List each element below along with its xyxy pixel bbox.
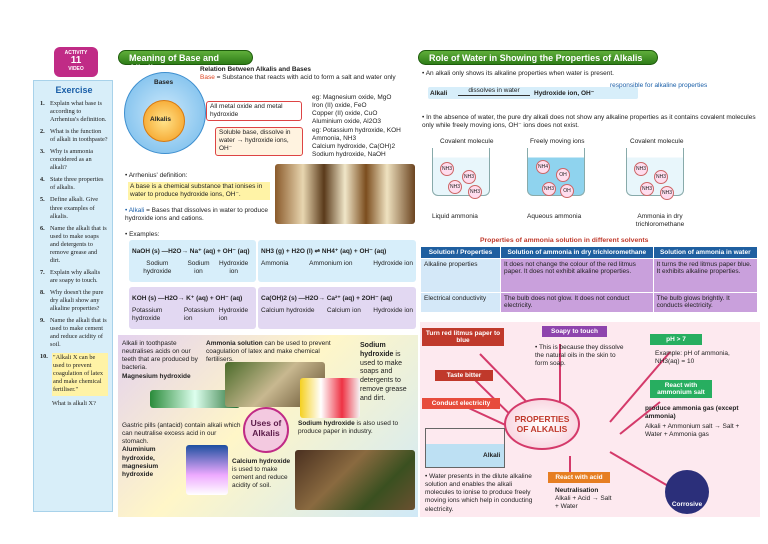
exercise-list: 1.Explain what base is according to Arrh… xyxy=(40,100,108,349)
use-toothpaste: Alkali in toothpaste neutralises acids o… xyxy=(122,340,198,380)
ammonia-properties-table: Solution / Properties Solution of ammoni… xyxy=(420,246,759,313)
exercise-panel: Exercise 1.Explain what base is accordin… xyxy=(33,80,113,512)
arrhenius-definition: A base is a chemical substance that ioni… xyxy=(128,182,270,201)
electrolysis-apparatus xyxy=(425,428,505,468)
metal-box: All metal oxide and metal hydroxide xyxy=(206,101,302,121)
uses-hub xyxy=(243,407,289,453)
beaker-1-top-label: Covalent molecule xyxy=(440,138,494,145)
alkali-bottles-photo xyxy=(275,164,415,224)
beaker-2-top-label: Freely moving ions xyxy=(530,138,585,145)
exercise-item: 3.Why is ammonia considered as an alkali… xyxy=(40,148,94,172)
molecule-icon: NH3 xyxy=(660,186,674,200)
exercise-q10-question: What is alkali X? xyxy=(52,399,96,407)
alkalis-circle xyxy=(143,100,185,142)
molecule-icon: NH3 xyxy=(468,185,482,199)
prop-corrosive: Corrosive xyxy=(665,470,709,514)
exercise-item: 7.Explain why alkalis are soapy to touch… xyxy=(40,268,101,284)
equation-b: KOH (s) —H2O→ K⁺ (aq) + OH⁻ (aq) Potassi… xyxy=(129,287,256,329)
equation-a: NaOH (s) —H2O→ Na⁺ (aq) + OH⁻ (aq) Sodiu… xyxy=(129,240,256,282)
beaker-3-top-label: Covalent molecule xyxy=(630,138,684,145)
soapy-note: • This is because they dissolve the natu… xyxy=(535,344,624,368)
molecule-icon: NH4 xyxy=(536,160,550,174)
use-soap: Sodium hydroxide is used to make soaps a… xyxy=(360,342,407,402)
exercise-item: 5.Define alkali. Give three examples of … xyxy=(40,196,99,220)
prop-react-acid: React with acid xyxy=(548,472,610,483)
arrhenius-heading: • Arrhenius' definition: xyxy=(125,172,188,179)
molecule-icon: NH3 xyxy=(440,162,454,176)
alkali-definition: • Alkali = Bases that dissolves in water… xyxy=(125,207,269,223)
toothpaste-photo xyxy=(150,390,240,408)
prop-soapy: Soapy to touch xyxy=(542,326,607,337)
molecule-icon: OH xyxy=(560,184,574,198)
base-definition: Base = Substance that reacts with acid t… xyxy=(200,74,396,81)
detergent-photo xyxy=(300,378,360,418)
section-header-meaning: Meaning of Base and Alkali xyxy=(118,50,253,73)
soluble-box: Soluble base, dissolve in water → hydrox… xyxy=(215,127,303,156)
exercise-item: 2.What is the function of alkali in toot… xyxy=(40,128,108,144)
exercise-item: 4.State three properties of alkalis. xyxy=(40,176,104,192)
water-point-1: • An alkali only shows its alkaline prop… xyxy=(422,70,614,77)
prop-conduct: Conduct electricity xyxy=(422,398,500,409)
molecule-icon: NH3 xyxy=(462,170,476,184)
exercise-item: 1.Explain what base is according to Arrh… xyxy=(40,100,107,124)
molecule-icon: NH3 xyxy=(448,180,462,194)
responsible-note: responsible for alkaline properties xyxy=(610,82,708,89)
use-antacid: Gastric pills (antacid) contain alkali w… xyxy=(122,422,241,478)
electrolysis-alkali-label: Alkali xyxy=(483,452,501,459)
use-paper: Sodium hydroxide is also used to produce… xyxy=(298,420,399,436)
exercise-title: Exercise xyxy=(55,85,93,95)
examples-heading: • Examples: xyxy=(125,231,160,238)
properties-center: PROPERTIES OF ALKALIS xyxy=(504,398,580,450)
ph-note: Example: pH of ammonia, NH3(aq) = 10 xyxy=(655,350,730,366)
exercise-item: 8.Why doesn't the pure dry alkali show a… xyxy=(40,288,104,313)
molecule-icon: NH3 xyxy=(542,182,556,196)
use-cement: Calcium hydroxide is used to make cement… xyxy=(232,458,291,490)
prop-red-litmus: Turn red litmus paper to blue xyxy=(422,328,504,346)
prop-bitter: Taste bitter xyxy=(435,370,493,381)
beaker-1-label: Liquid ammonia xyxy=(432,213,478,220)
use-ammonia: Ammonia solution can be used to prevent … xyxy=(206,340,331,364)
relation-subtitle: Relation Between Alkalis and Bases xyxy=(200,66,312,73)
molecule-icon: NH3 xyxy=(634,162,648,176)
alkali-flow: Alkali dissolves in water Hydroxide ion,… xyxy=(428,87,638,99)
alkalis-label: Alkalis xyxy=(150,116,171,123)
antacid-photo xyxy=(186,445,228,495)
neutralisation-label: Neutralisation xyxy=(555,487,599,494)
examples-bases: eg: Magnesium oxide, MgO Iron (II) oxide… xyxy=(312,94,392,126)
examples-alkalis: eg: Potassium hydroxide, KOH Ammonia, NH… xyxy=(312,127,401,159)
beaker-2-label: Aqueous ammonia xyxy=(527,213,582,220)
beaker-3-label: Ammonia in dry trichloromethane xyxy=(635,213,685,229)
table-title: Properties of ammonia solution in differ… xyxy=(480,237,649,244)
prop-ammonium-salt: React with ammonium salt xyxy=(650,380,712,398)
soil-photo xyxy=(295,450,415,510)
exercise-q10-quote: "Alkali X can be used to prevent coagula… xyxy=(52,353,108,396)
bases-label: Bases xyxy=(154,79,174,86)
uses-title: Uses of Alkalis xyxy=(250,418,282,438)
equation-c: NH3 (g) + H2O (l) ⇌ NH4⁺ (aq) + OH⁻ (aq)… xyxy=(258,240,416,282)
prop-ph: pH > 7 xyxy=(650,334,702,345)
molecule-icon: OH xyxy=(556,168,570,182)
water-point-2: • In the absence of water, the pure dry … xyxy=(422,114,756,130)
neutralisation-eq: Alkali + Acid → Salt + Water xyxy=(555,495,612,511)
exercise-item: 6.Name the alkali that is used to make s… xyxy=(40,224,107,264)
ammsalt-note: produce ammonia gas (except ammonia) xyxy=(645,405,739,421)
molecule-icon: NH3 xyxy=(654,170,668,184)
exercise-item: 9.Name the alkali that is used to make c… xyxy=(40,317,107,349)
activity-video-badge[interactable]: ACTIVITY 11 VIDEO xyxy=(54,47,98,77)
molecule-icon: NH3 xyxy=(640,182,654,196)
conduct-note: • Water presents in the dilute alkaline … xyxy=(425,473,533,513)
equation-d: Ca(OH)2 (s) —H2O→ Ca²⁺ (aq) + 2OH⁻ (aq) … xyxy=(258,287,416,329)
ammsalt-eq: Alkali + Ammonium salt → Salt + Water + … xyxy=(645,423,740,439)
section-header-water: Role of Water in Showing the Properties … xyxy=(418,50,658,65)
